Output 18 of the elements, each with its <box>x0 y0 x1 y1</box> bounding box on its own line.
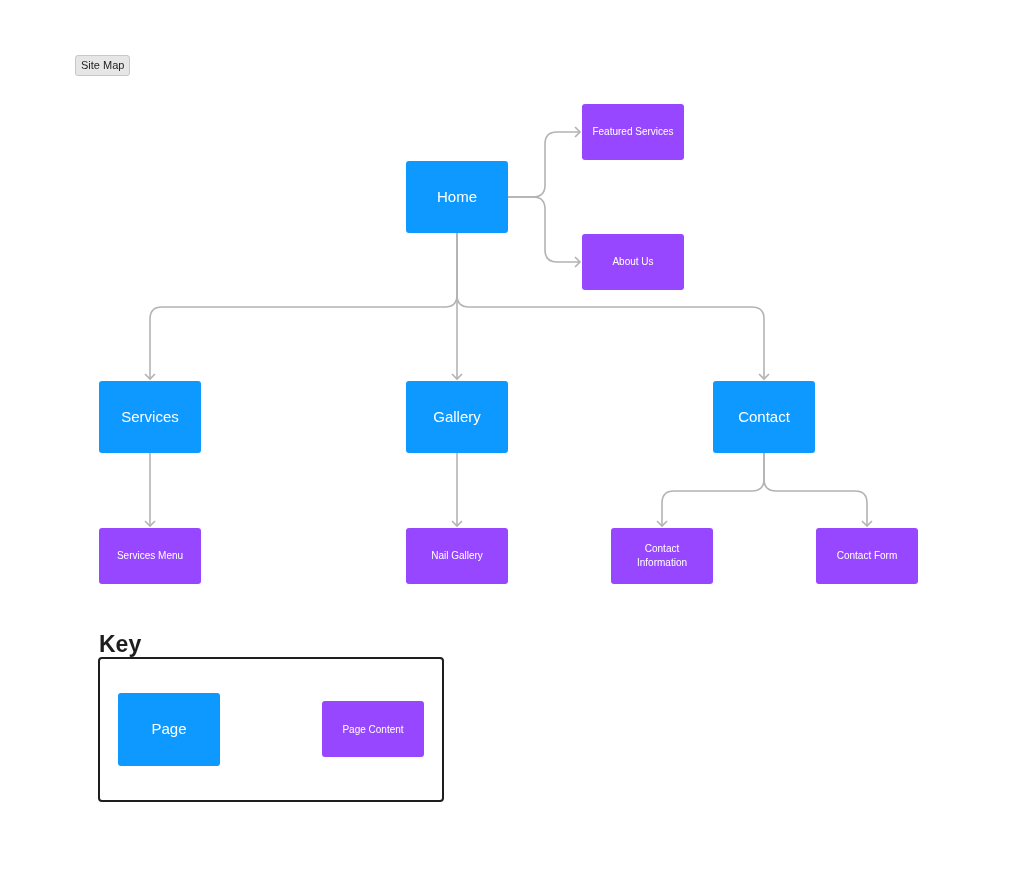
page-box: Services <box>99 381 201 453</box>
arrow <box>507 196 581 268</box>
content-box: Contact Form <box>816 528 918 584</box>
legend-swatch: Page <box>118 693 220 766</box>
content-box: Services Menu <box>99 528 201 584</box>
arrow <box>451 452 463 527</box>
key-heading: Key <box>99 630 142 659</box>
content-box: Nail Gallery <box>406 528 508 584</box>
content-box: Contact Information <box>611 528 713 584</box>
arrow <box>763 452 873 527</box>
title-tag: Site Map <box>75 55 131 76</box>
legend-swatch: Page Content <box>322 701 424 757</box>
page-box: Gallery <box>406 381 508 453</box>
content-box: Featured Services <box>582 104 684 160</box>
content-box: About Us <box>582 234 684 290</box>
page-box: Contact <box>713 381 815 453</box>
arrow <box>144 452 156 527</box>
page-box: Home <box>406 161 508 233</box>
